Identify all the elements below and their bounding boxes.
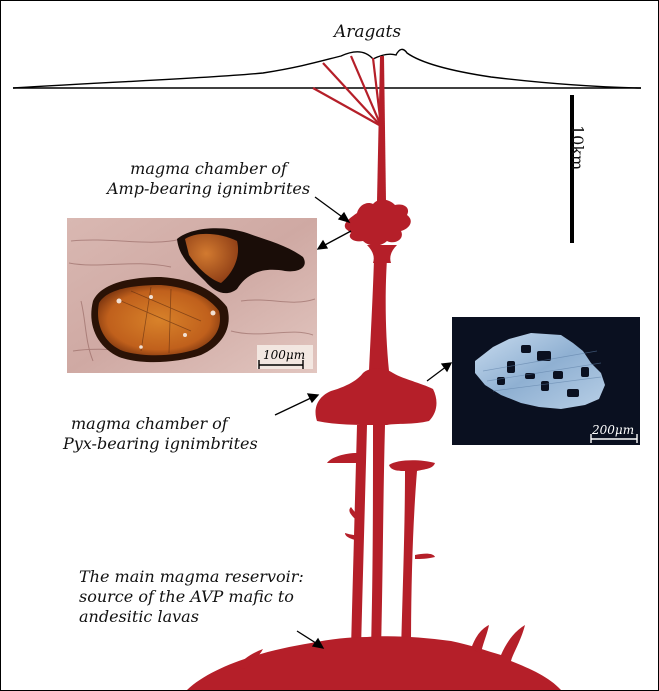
pyx-chamber-label-line2: Pyx-bearing ignimbrites <box>63 434 258 454</box>
arrow-amp-label <box>315 197 345 219</box>
pyx-chamber <box>316 369 437 426</box>
reservoir-spike-mid <box>471 625 489 653</box>
side-offshoot <box>415 554 435 559</box>
main-reservoir-label: The main magma reservoir: source of the … <box>79 567 304 627</box>
main-reservoir-label-line3: andesitic lavas <box>79 607 304 627</box>
amp-chamber-label-line1: magma chamber of <box>107 159 310 179</box>
micrograph-pyroxene-scale-label: 200μm <box>592 423 634 437</box>
main-reservoir-label-line2: source of the AVP mafic to <box>79 587 304 607</box>
micrograph-amphibole-scale-label: 100μm <box>263 348 305 362</box>
amp-chamber-label: magma chamber of Amp-bearing ignimbrites <box>107 159 310 199</box>
scale-bar-label: 10km <box>568 125 587 170</box>
arrow-pyx-photo <box>427 366 447 381</box>
arrow-pyx-label <box>275 397 313 415</box>
lower-conduit-right <box>371 425 385 649</box>
volcano-name-label: Aragats <box>334 22 401 42</box>
pyx-chamber-label: magma chamber of Pyx-bearing ignimbrites <box>63 414 258 454</box>
mid-conduit <box>369 259 389 371</box>
pyx-chamber-label-line1: magma chamber of <box>63 414 258 434</box>
arrow-amp-photo <box>323 231 351 246</box>
left-sill <box>327 453 357 463</box>
main-reservoir-label-line1: The main magma reservoir: <box>79 567 304 587</box>
amp-chamber-label-line2: Amp-bearing ignimbrites <box>107 179 310 199</box>
amp-chamber <box>345 200 411 246</box>
upper-conduit <box>377 56 386 201</box>
feeder-dykes <box>313 56 381 126</box>
